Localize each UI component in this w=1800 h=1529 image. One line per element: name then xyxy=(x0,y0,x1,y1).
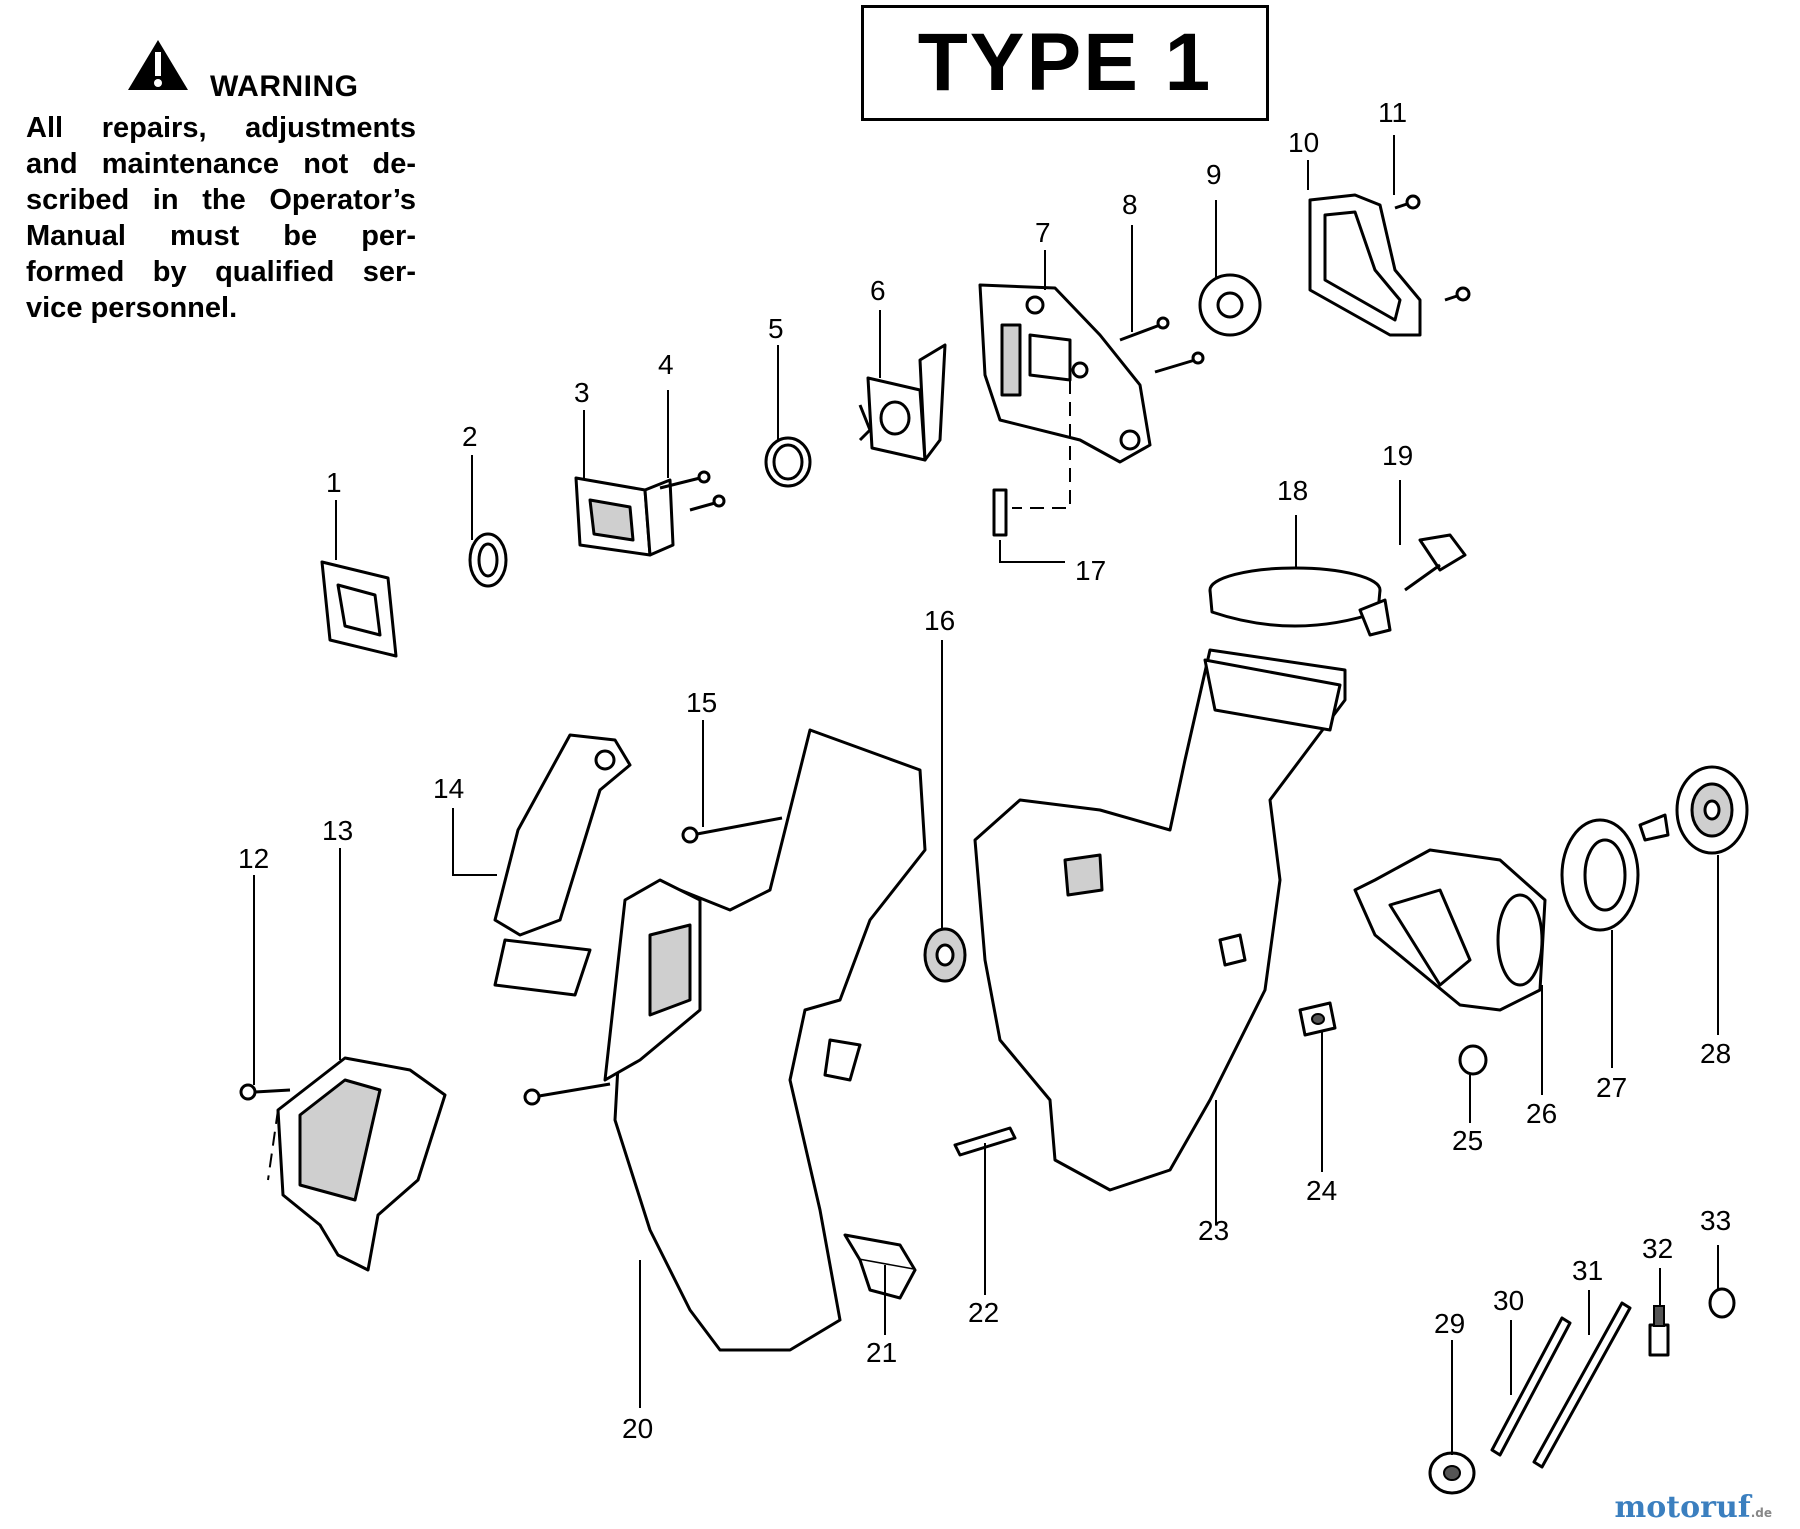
part-13-cover xyxy=(267,1056,447,1272)
part-23-housing xyxy=(973,648,1347,1192)
callout-4: 4 xyxy=(658,349,674,380)
callout-33: 33 xyxy=(1700,1205,1731,1236)
part-1-gasket xyxy=(320,560,398,658)
part-24-grommet xyxy=(1298,1001,1337,1037)
part-11-screws xyxy=(1394,194,1471,302)
part-22-pin xyxy=(953,1126,1017,1157)
part-20-housing xyxy=(603,728,927,1352)
part-31-hose xyxy=(1532,1301,1632,1469)
brand-logo: motoruf.de xyxy=(1615,1490,1772,1525)
part-28-cap xyxy=(1638,765,1749,855)
callout-30: 30 xyxy=(1493,1285,1524,1316)
type-label: TYPE 1 xyxy=(917,17,1213,108)
warning-text: All repairs, adjustments and maintenance… xyxy=(26,110,416,326)
warning-line: Manual must be per- xyxy=(26,220,416,252)
part-4-screws xyxy=(659,470,726,512)
callout-32: 32 xyxy=(1642,1233,1673,1264)
callout-15: 15 xyxy=(686,687,717,718)
warning-line: All repairs, adjustments xyxy=(26,112,416,144)
callout-25: 25 xyxy=(1452,1125,1483,1156)
warning-title: WARNING xyxy=(210,70,359,103)
brand-name: motoruf xyxy=(1614,1490,1751,1525)
callout-1: 1 xyxy=(326,467,342,498)
callout-3: 3 xyxy=(574,377,590,408)
part-33-bushing xyxy=(1708,1287,1736,1319)
leader-lines xyxy=(253,135,1719,1455)
part-18-strap xyxy=(1208,566,1392,637)
part-32-filter xyxy=(1648,1305,1670,1357)
type-label-box: TYPE 1 xyxy=(861,5,1269,121)
part-27-ring xyxy=(1560,818,1640,932)
callout-12: 12 xyxy=(238,843,269,874)
part-29-grommet xyxy=(1428,1451,1476,1495)
warning-line: scribed in the Operator’s xyxy=(26,184,416,216)
part-15-screw xyxy=(681,816,783,844)
callout-6: 6 xyxy=(870,275,886,306)
part-5-ring xyxy=(764,436,812,488)
callout-28: 28 xyxy=(1700,1038,1731,1069)
callout-22: 22 xyxy=(968,1297,999,1328)
callout-31: 31 xyxy=(1572,1255,1603,1286)
warning-line: vice personnel. xyxy=(26,292,238,324)
part-12-screw xyxy=(239,1083,291,1101)
warning-header xyxy=(128,40,188,90)
part-2-seal xyxy=(468,532,508,588)
callout-numbers: 1 2 3 4 5 6 7 8 9 10 11 12 13 14 15 16 1… xyxy=(238,97,1731,1444)
part-6-carburetor xyxy=(858,343,947,462)
part-20-screw xyxy=(523,1082,611,1106)
part-8-screws xyxy=(1119,316,1205,374)
callout-7: 7 xyxy=(1035,217,1051,248)
part-30-hose xyxy=(1490,1316,1572,1457)
callout-23: 23 xyxy=(1198,1215,1229,1246)
part-17-pin xyxy=(992,488,1008,537)
callout-9: 9 xyxy=(1206,159,1222,190)
part-9-washer xyxy=(1198,273,1262,337)
callout-17: 17 xyxy=(1075,555,1106,586)
brand-tld: .de xyxy=(1750,1506,1772,1520)
warning-triangle-icon xyxy=(128,40,188,90)
part-16-fan xyxy=(923,927,967,983)
callout-13: 13 xyxy=(322,815,353,846)
callout-2: 2 xyxy=(462,421,478,452)
part-3-adapter xyxy=(574,476,675,557)
callout-11: 11 xyxy=(1378,97,1407,128)
part-25-plug xyxy=(1458,1044,1488,1076)
callout-24: 24 xyxy=(1306,1175,1337,1206)
callout-26: 26 xyxy=(1526,1098,1557,1129)
callout-8: 8 xyxy=(1122,189,1138,220)
callout-5: 5 xyxy=(768,313,784,344)
callout-29: 29 xyxy=(1434,1308,1465,1339)
callout-18: 18 xyxy=(1277,475,1308,506)
callout-14: 14 xyxy=(433,773,464,804)
warning-line: and maintenance not de- xyxy=(26,148,416,180)
part-21-clip xyxy=(843,1233,917,1300)
callout-16: 16 xyxy=(924,605,955,636)
part-7-cover xyxy=(978,283,1152,464)
part-19-knob xyxy=(1404,533,1467,592)
warning-line: formed by qualified ser- xyxy=(26,256,416,288)
callout-10: 10 xyxy=(1288,127,1319,158)
part-10-plate xyxy=(1308,193,1422,337)
part-14-handle xyxy=(493,733,632,997)
part-26-elbow xyxy=(1353,848,1547,1012)
callout-27: 27 xyxy=(1596,1072,1627,1103)
callout-21: 21 xyxy=(866,1337,897,1368)
callout-19: 19 xyxy=(1382,440,1413,471)
callout-20: 20 xyxy=(622,1413,653,1444)
